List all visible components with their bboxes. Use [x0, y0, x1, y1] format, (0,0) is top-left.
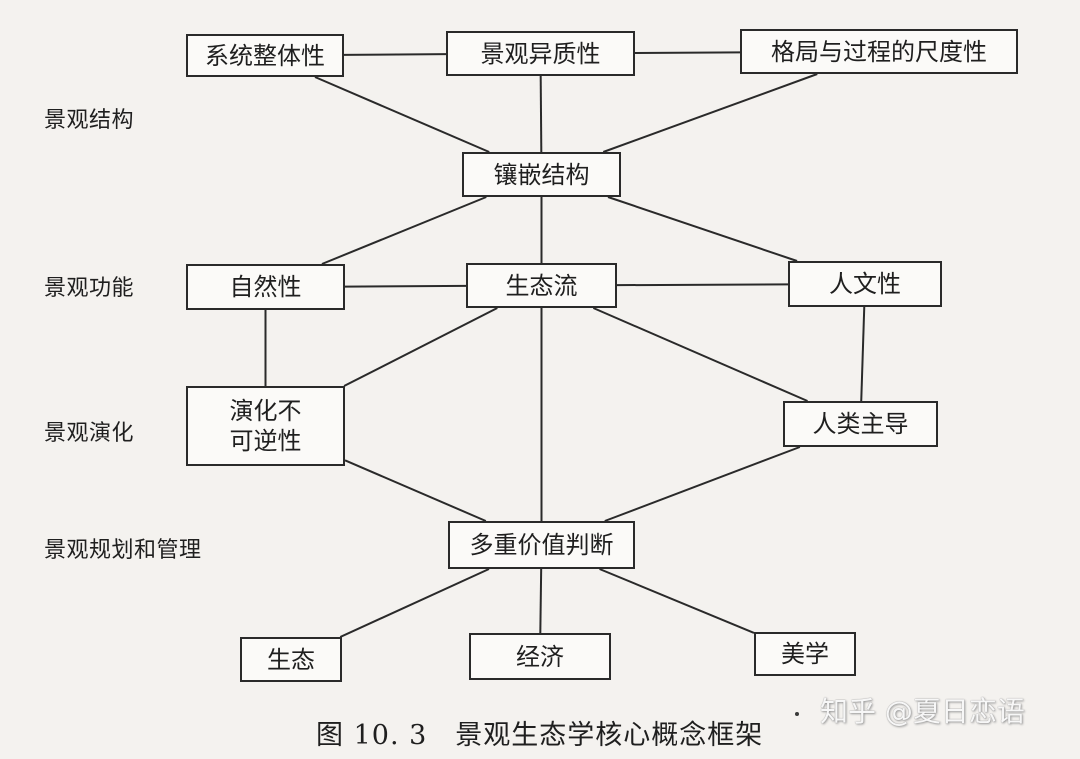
node-ecology: 生态	[240, 637, 342, 682]
edge-naturalness-ecoFlow	[344, 284, 467, 288]
edge-heterogeneity-scale	[634, 51, 741, 54]
watermark-text: 知乎 @夏日恋语	[820, 695, 1025, 728]
scan-dot	[795, 712, 799, 716]
node-landscape-heterogeneity: 景观异质性	[446, 31, 635, 76]
edge-irreversible-multiValue	[344, 459, 487, 522]
node-multiple-value-judgment: 多重价值判断	[448, 521, 635, 569]
edge-ecoFlow-humanDominant	[592, 307, 808, 402]
node-ecological-flow: 生态流	[466, 263, 617, 308]
edge-ecoFlow-irreversible	[343, 307, 498, 387]
level-label-evolution: 景观演化	[44, 421, 135, 446]
edge-humanistic-humanDominant	[860, 306, 866, 402]
node-system-integrity: 系统整体性	[186, 34, 344, 77]
level-label-structure: 景观结构	[44, 108, 135, 133]
edge-multiValue-aesthetics	[599, 568, 755, 634]
level-label-function: 景观功能	[44, 276, 135, 301]
edge-multiValue-economy	[539, 568, 543, 634]
edge-mosaic-naturalness	[321, 196, 487, 265]
edge-multiValue-ecology	[339, 568, 490, 638]
node-human-dominant: 人类主导	[783, 401, 938, 447]
edge-mosaic-humanistic	[607, 196, 798, 262]
node-aesthetics: 美学	[754, 632, 856, 676]
node-naturalness: 自然性	[186, 264, 345, 310]
node-irreversible-evolution: 演化不 可逆性	[186, 386, 345, 466]
edge-systemIntegrity-mosaic	[314, 76, 490, 153]
edge-humanDominant-multiValue	[604, 446, 801, 522]
level-label-planning: 景观规划和管理	[44, 538, 202, 563]
edge-systemIntegrity-heterogeneity	[343, 53, 447, 56]
edge-heterogeneity-mosaic	[539, 75, 543, 153]
node-pattern-process-scale: 格局与过程的尺度性	[740, 29, 1018, 74]
node-humanistic: 人文性	[788, 261, 942, 307]
node-economy: 经济	[469, 633, 611, 680]
edge-ecoFlow-humanistic	[616, 283, 789, 287]
node-mosaic-structure: 镶嵌结构	[462, 152, 621, 197]
figure-caption: 图 10. 3 景观生态学核心概念框架	[316, 720, 764, 751]
edge-scale-mosaic	[602, 73, 818, 153]
